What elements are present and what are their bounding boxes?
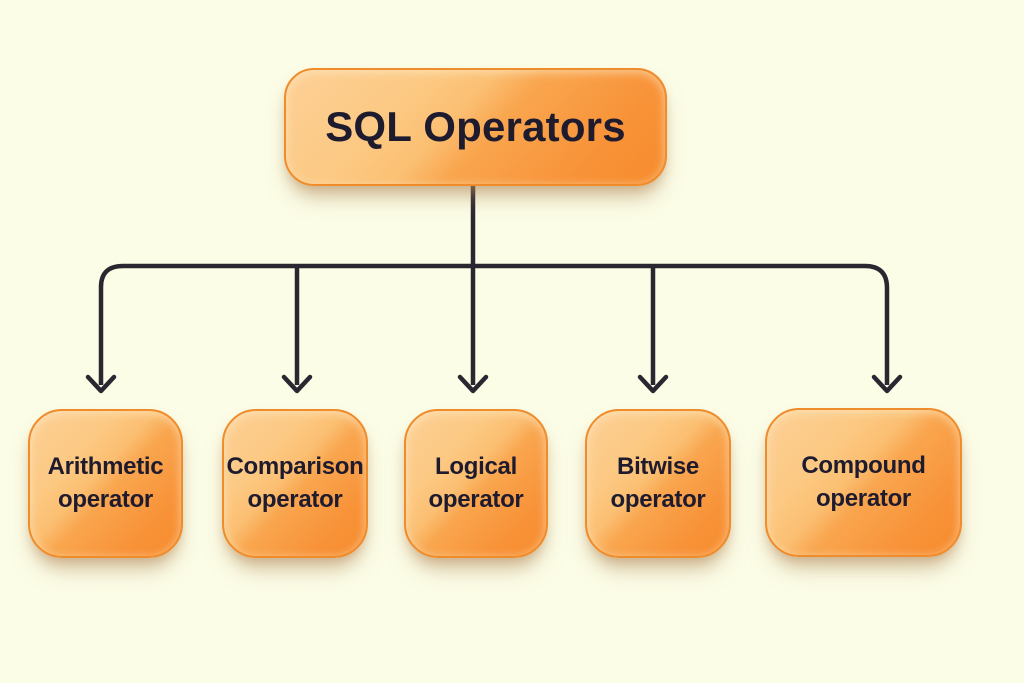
node-label-line: operator [816, 484, 911, 512]
node-label-line: Logical [435, 453, 517, 481]
node-label-line: operator [610, 485, 706, 513]
node-label-line: operator [58, 485, 153, 513]
node-label-line: operator [428, 485, 524, 513]
node-comparison-operator: Comparison operator [222, 409, 368, 558]
connector-bracket [98, 263, 890, 385]
arrow-down-icon [281, 374, 313, 394]
node-label-line: Comparison [226, 453, 364, 481]
node-label-line: Compound [801, 452, 926, 480]
node-bitwise-operator: Bitwise operator [585, 409, 731, 558]
node-label-line: Bitwise [617, 453, 699, 481]
node-label-line: Arithmetic [47, 453, 164, 481]
arrow-down-icon [871, 374, 903, 394]
arrow-down-icon [457, 374, 489, 394]
node-label: SQL Operators [325, 103, 626, 150]
node-logical-operator: Logical operator [404, 409, 548, 558]
node-sql-operators: SQL Operators [284, 68, 667, 186]
arrow-down-icon [85, 374, 117, 394]
node-compound-operator: Compound operator [765, 408, 962, 557]
node-arithmetic-operator: Arithmetic operator [28, 409, 183, 558]
node-label-line: operator [247, 485, 343, 513]
arrow-down-icon [637, 374, 669, 394]
